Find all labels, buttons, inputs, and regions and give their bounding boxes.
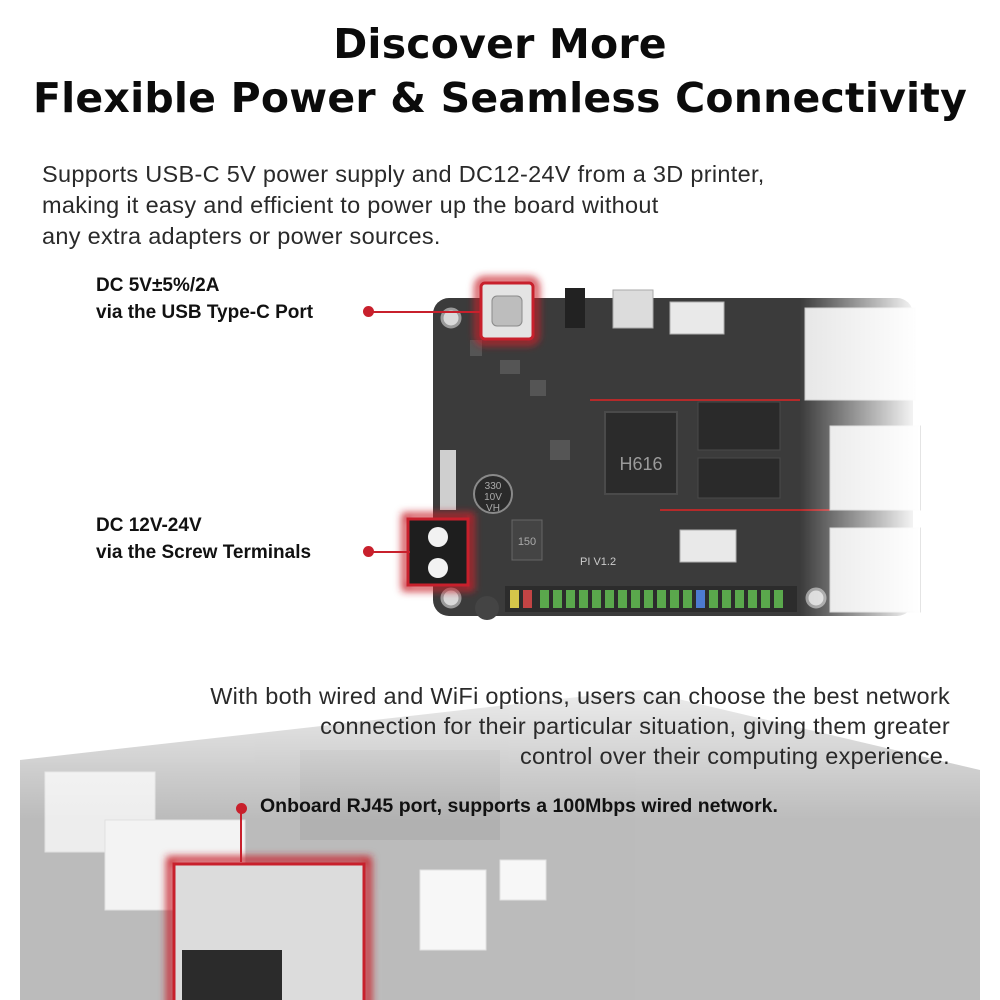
screw-callout-leader bbox=[370, 551, 410, 553]
intro-paragraph: Supports USB-C 5V power supply and DC12-… bbox=[42, 159, 902, 252]
soc-label: H616 bbox=[619, 454, 662, 474]
cap-text-1: 330 bbox=[485, 481, 502, 492]
network-paragraph: With both wired and WiFi options, users … bbox=[210, 681, 950, 771]
page-title-line1: Discover More bbox=[333, 20, 667, 68]
cap-text-3: VH bbox=[486, 503, 500, 514]
intro-line: making it easy and efficient to power up… bbox=[42, 192, 659, 218]
usb-callout-leader bbox=[370, 311, 480, 313]
rj45-callout-dot bbox=[236, 803, 247, 814]
rj45-port bbox=[166, 856, 372, 1000]
intro-line: any extra adapters or power sources. bbox=[42, 223, 441, 249]
usb-callout: DC 5V±5%/2A via the USB Type-C Port bbox=[96, 272, 313, 326]
page-title-line2: Flexible Power & Seamless Connectivity bbox=[32, 74, 968, 122]
network-line: connection for their particular situatio… bbox=[320, 713, 950, 739]
usb-callout-dot bbox=[363, 306, 374, 317]
screw-callout: DC 12V-24V via the Screw Terminals bbox=[96, 512, 311, 566]
screw-terminal bbox=[402, 513, 474, 591]
silk-label: PI V1.2 bbox=[580, 556, 616, 568]
intro-line: Supports USB-C 5V power supply and DC12-… bbox=[42, 161, 765, 187]
rj45-callout-label: Onboard RJ45 port, supports a 100Mbps wi… bbox=[260, 795, 778, 817]
usb-callout-line1: DC 5V±5%/2A bbox=[96, 275, 220, 296]
screw-callout-line2: via the Screw Terminals bbox=[96, 542, 312, 563]
pcb-main: H616 330 10V VH 150 PI V1.2 bbox=[433, 288, 921, 620]
inductor-label: 150 bbox=[518, 536, 536, 548]
network-line: control over their computing experience. bbox=[520, 743, 950, 769]
rj45-callout-leader bbox=[240, 810, 242, 862]
gpio-header bbox=[505, 586, 797, 612]
usb-callout-line2: via the USB Type-C Port bbox=[96, 302, 314, 323]
screw-callout-dot bbox=[363, 546, 374, 557]
screw-callout-line1: DC 12V-24V bbox=[96, 515, 202, 536]
cap-text-2: 10V bbox=[484, 492, 502, 503]
network-line: With both wired and WiFi options, users … bbox=[210, 683, 950, 709]
usb-c-port bbox=[475, 277, 539, 345]
